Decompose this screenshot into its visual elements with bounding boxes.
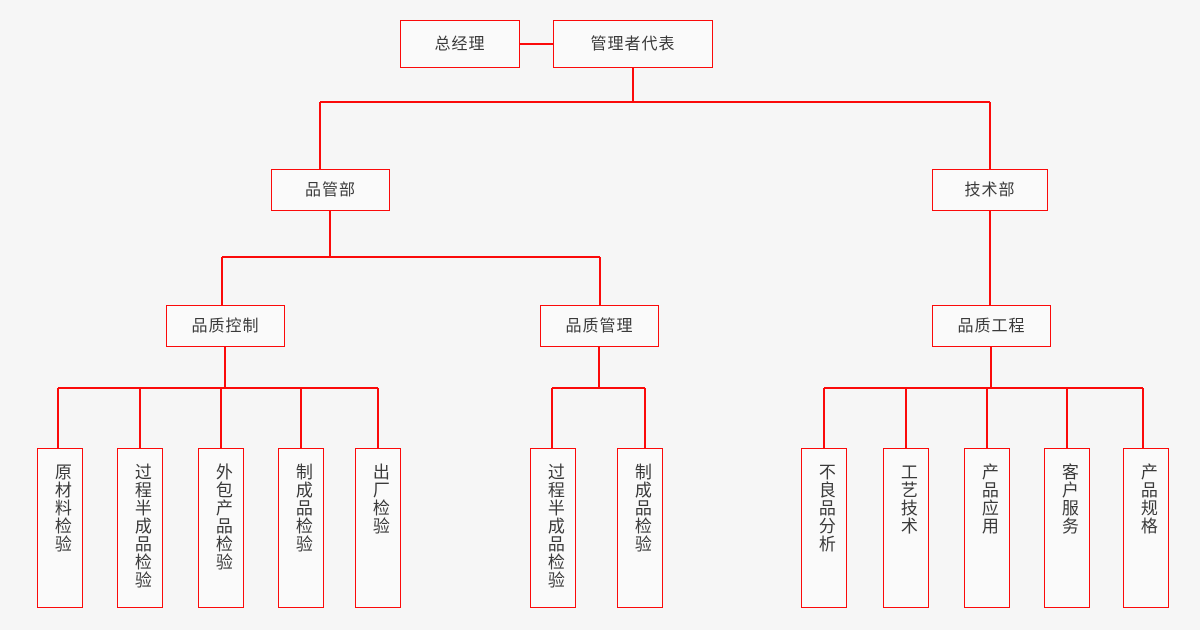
node-label: 不良品分析: [814, 463, 835, 553]
node-quality-department[interactable]: 品管部: [271, 169, 390, 211]
node-label: 品质工程: [957, 316, 1026, 336]
node-general-manager[interactable]: 总经理: [400, 20, 520, 68]
node-label: 产品规格: [1136, 463, 1157, 535]
node-management-representative[interactable]: 管理者代表: [553, 20, 713, 68]
node-label: 出厂检验: [368, 463, 389, 535]
node-label: 制成品检验: [630, 463, 651, 553]
node-semi-finished-inspection[interactable]: 过程半成品检验: [117, 448, 163, 608]
node-semi-finished-inspection-qm[interactable]: 过程半成品检验: [530, 448, 576, 608]
node-label: 制成品检验: [291, 463, 312, 553]
node-label: 工艺技术: [896, 463, 917, 535]
node-label: 产品应用: [977, 463, 998, 535]
node-label: 过程半成品检验: [543, 463, 564, 589]
node-product-application[interactable]: 产品应用: [964, 448, 1010, 608]
node-quality-control[interactable]: 品质控制: [166, 305, 285, 347]
node-label: 过程半成品检验: [130, 463, 151, 589]
node-finished-product-inspection-qm[interactable]: 制成品检验: [617, 448, 663, 608]
node-label: 客户服务: [1057, 463, 1078, 535]
node-label: 技术部: [964, 180, 1016, 200]
node-quality-management[interactable]: 品质管理: [540, 305, 659, 347]
node-process-technology[interactable]: 工艺技术: [883, 448, 929, 608]
node-customer-service[interactable]: 客户服务: [1044, 448, 1090, 608]
node-defect-analysis[interactable]: 不良品分析: [801, 448, 847, 608]
node-technical-department[interactable]: 技术部: [932, 169, 1048, 211]
node-label: 品质控制: [191, 316, 260, 336]
node-outgoing-inspection[interactable]: 出厂检验: [355, 448, 401, 608]
node-raw-material-inspection[interactable]: 原材料检验: [37, 448, 83, 608]
node-finished-product-inspection[interactable]: 制成品检验: [278, 448, 324, 608]
node-outsourced-product-inspection[interactable]: 外包产品检验: [198, 448, 244, 608]
node-product-specification[interactable]: 产品规格: [1123, 448, 1169, 608]
node-label: 原材料检验: [50, 463, 71, 553]
node-label: 总经理: [434, 34, 486, 54]
node-label: 品管部: [304, 180, 356, 200]
node-label: 外包产品检验: [211, 463, 232, 571]
node-label: 品质管理: [565, 316, 634, 336]
node-quality-engineering[interactable]: 品质工程: [932, 305, 1051, 347]
node-label: 管理者代表: [590, 34, 676, 54]
